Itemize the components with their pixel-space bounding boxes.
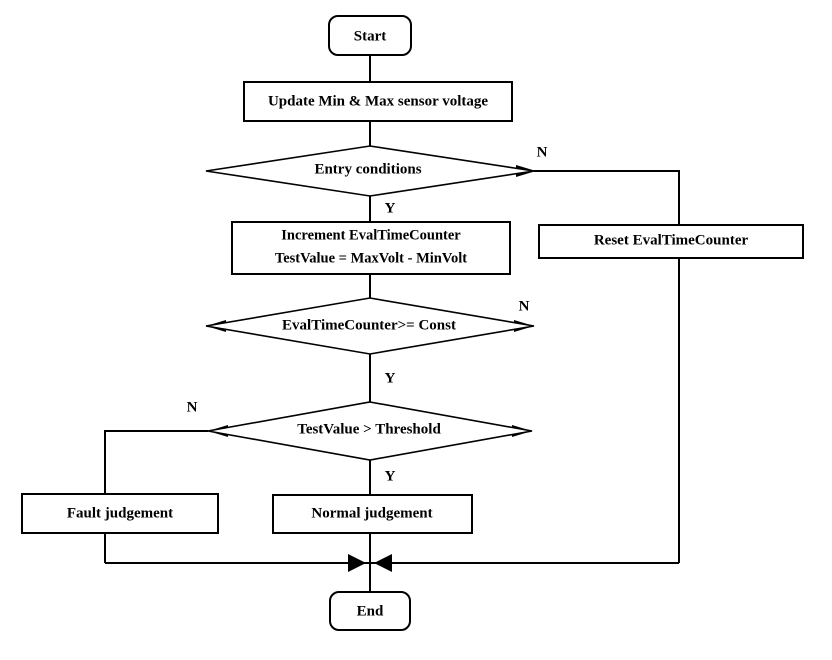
start-shape (328, 15, 412, 56)
node-entry-conditions[interactable]: Entry conditions (205, 145, 535, 197)
update-voltage-shape (243, 81, 513, 122)
fault-judgement-label: Fault judgement (67, 505, 173, 521)
merge-arrowhead-left (374, 554, 392, 572)
merge-arrowhead-right (348, 554, 366, 572)
entry-conditions-shape (205, 145, 535, 197)
reset-counter-label: Reset EvalTimeCounter (594, 232, 749, 248)
node-counter-check[interactable]: EvalTimeCounter>= Const (205, 297, 535, 355)
threshold-check-shape (207, 401, 533, 461)
node-reset-counter[interactable]: Reset EvalTimeCounter (538, 224, 804, 259)
normal-judgement-shape (272, 494, 473, 534)
node-increment[interactable]: Increment EvalTimeCounter TestValue = Ma… (231, 221, 511, 275)
node-threshold-check[interactable]: TestValue > Threshold (207, 401, 533, 461)
branch-label-threshold-yes: Y (385, 468, 396, 484)
counter-check-label: EvalTimeCounter>= Const (282, 317, 456, 333)
increment-shape (231, 221, 511, 275)
counter-check-shape (205, 297, 535, 355)
branch-label-counter-yes: Y (385, 370, 396, 386)
node-start[interactable]: Start (328, 15, 412, 56)
branch-label-entry-no: N (537, 144, 548, 160)
branch-label-entry-yes: Y (385, 200, 396, 216)
normal-judgement-label: Normal judgement (311, 505, 432, 521)
node-fault-judgement[interactable]: Fault judgement (21, 493, 219, 534)
increment-label-line1: Increment EvalTimeCounter (281, 227, 461, 243)
end-shape (329, 591, 411, 631)
increment-label-line2: TestValue = MaxVolt - MinVolt (275, 250, 467, 266)
branch-label-threshold-no: N (187, 399, 198, 415)
end-label: End (357, 603, 384, 619)
node-update-voltage[interactable]: Update Min & Max sensor voltage (243, 81, 513, 122)
start-label: Start (354, 28, 387, 44)
node-normal-judgement[interactable]: Normal judgement (272, 494, 473, 534)
entry-conditions-label: Entry conditions (314, 161, 421, 177)
threshold-check-label: TestValue > Threshold (297, 421, 441, 437)
update-voltage-label: Update Min & Max sensor voltage (268, 93, 488, 109)
connector-entry-no-to-reset (534, 170, 680, 225)
reset-counter-shape (538, 224, 804, 259)
branch-label-counter-no: N (519, 298, 530, 314)
fault-judgement-shape (21, 493, 219, 534)
node-end[interactable]: End (329, 591, 411, 631)
